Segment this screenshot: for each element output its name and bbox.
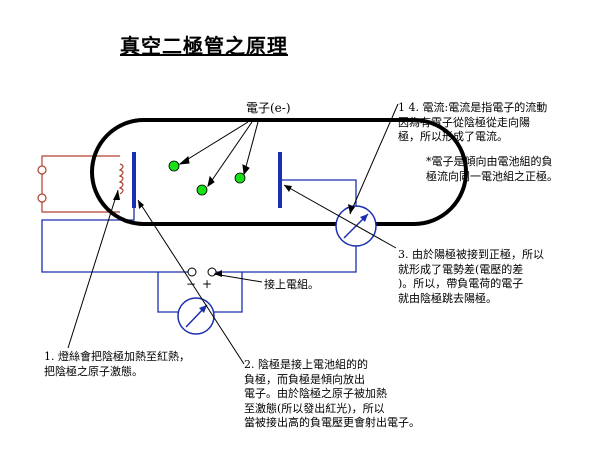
electron-label: 電子(e-) (246, 101, 291, 115)
note-current-footnote: *電子是傾向由電池組的負 極流向同一電池組之正極。 (426, 155, 558, 183)
filament-terminal-top (37, 165, 47, 175)
cathode (132, 152, 136, 208)
battery-minus-label: − (186, 277, 197, 291)
battery-terminal-plus (207, 267, 217, 277)
note-anode: 3. 由於陽極被接到正極，所以 就形成了電勢差(電壓的差 )。所以，帶負電荷的電… (398, 248, 544, 305)
arrowhead (284, 185, 292, 192)
arrowhead (113, 190, 120, 200)
page-title: 真空二極管之原理 (120, 34, 288, 58)
arrowhead (348, 204, 355, 214)
electron (168, 160, 180, 172)
electrons (168, 160, 246, 196)
note-current: 1 4. 電流:電流是指電子的流動 因為有電子從陰極從走向陽 極，所以形成了電流… (398, 101, 548, 143)
note-filament: 1. 燈絲會把陰極加熱至紅熱， 把陰極之原子激態。 (44, 350, 190, 378)
battery-meter (177, 297, 215, 335)
arrowhead (138, 200, 144, 209)
arrowhead (214, 270, 222, 277)
electron-pointers (178, 121, 259, 188)
filament-circuit (37, 155, 124, 213)
battery-plus-label: + (202, 277, 213, 291)
anode (278, 152, 282, 208)
note-cathode: 2. 陰極是接上電池組的的 負極，而負極是傾向放出 電子。由於陰極之原子被加熱 … (244, 358, 420, 429)
filament-coil (118, 163, 124, 195)
electron (234, 172, 246, 184)
filament-terminal-bottom (37, 193, 47, 203)
callout-lines (67, 103, 399, 365)
electron (196, 184, 208, 196)
battery-terminal-minus (187, 267, 197, 277)
tube-envelope (90, 118, 468, 226)
battery-label: 接上電組。 (264, 278, 319, 291)
